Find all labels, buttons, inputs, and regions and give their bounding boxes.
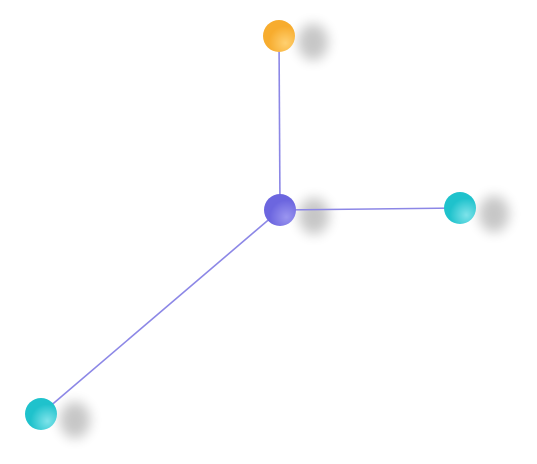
node-shadow-center [298,197,330,235]
node-shadow-bottom-left [59,401,91,439]
node-shadows [59,23,510,439]
node-shadow-top [297,23,329,61]
node-top [263,20,295,52]
node-center [264,194,296,226]
nodes [25,20,476,430]
edge-center-top [278,35,281,211]
node-shadow-right [478,195,510,233]
edge-center-bottom-left [40,209,281,415]
node-bottom-left [25,398,57,430]
edges [40,35,461,415]
edge-center-right [279,207,461,211]
node-right [444,192,476,224]
